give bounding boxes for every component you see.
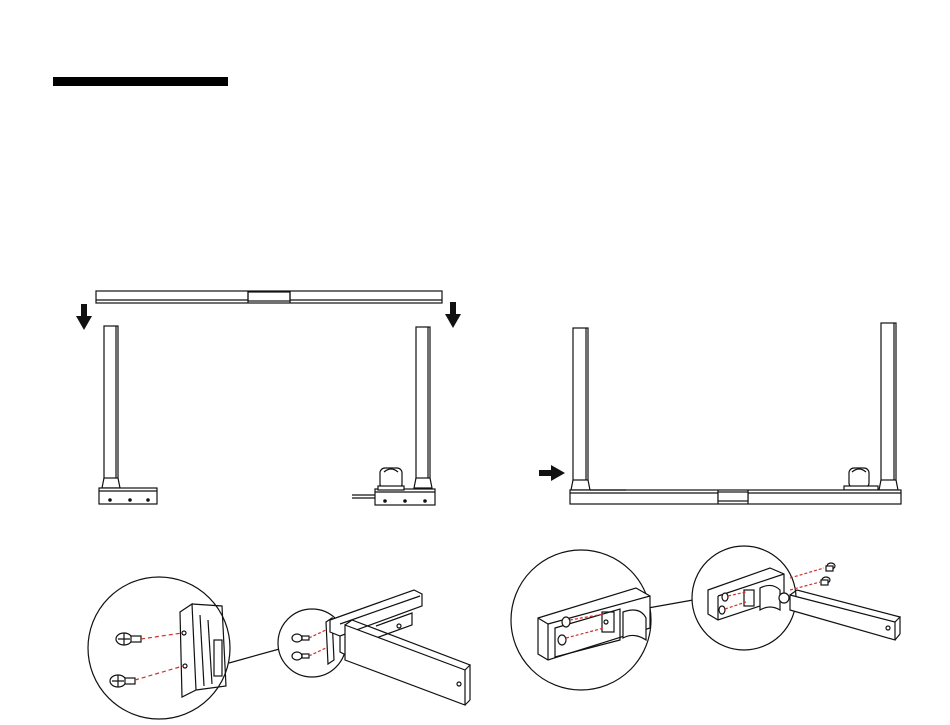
step-top-left xyxy=(76,291,461,505)
leg-left xyxy=(571,328,590,490)
zoom-circle-large xyxy=(88,577,230,719)
screws xyxy=(790,563,835,590)
leg-right xyxy=(879,323,898,490)
leg-left xyxy=(102,326,120,488)
base-beam xyxy=(570,490,901,504)
arm-extension xyxy=(345,620,470,705)
arrow-down-left xyxy=(76,304,92,330)
arm-extension xyxy=(779,590,900,640)
arrow-down-right xyxy=(445,302,461,328)
foot-left xyxy=(99,488,157,504)
detail-bottom-left xyxy=(88,577,470,719)
arrow-right xyxy=(539,465,565,481)
step-top-right xyxy=(539,323,901,504)
section-heading-bar xyxy=(53,77,228,86)
motor xyxy=(844,468,878,490)
power-cable xyxy=(352,495,375,498)
leg-right xyxy=(414,327,432,488)
detail-bottom-right xyxy=(511,546,900,690)
crossbar-beam xyxy=(96,291,442,303)
